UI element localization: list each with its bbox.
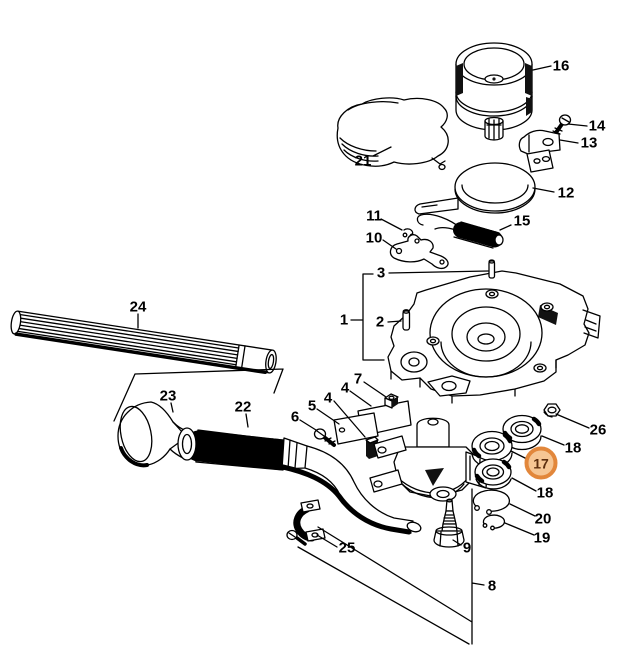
part-7-square-nut (384, 393, 399, 409)
part-4-plate-lower (333, 412, 379, 445)
part-2-pin (402, 309, 411, 331)
callout-10[interactable]: 10 (365, 229, 383, 247)
callout-5[interactable]: 5 (307, 397, 317, 415)
callout-4[interactable]: 4 (323, 389, 333, 407)
callout-18[interactable]: 18 (564, 439, 582, 457)
part-15-spring (416, 213, 505, 249)
callout-2[interactable]: 2 (375, 313, 385, 331)
callout-22[interactable]: 22 (234, 398, 252, 416)
callout-12[interactable]: 12 (557, 184, 575, 202)
part-18-bearing-lower (474, 458, 512, 490)
callout-26[interactable]: 26 (589, 421, 607, 439)
callout-15[interactable]: 15 (513, 212, 531, 230)
part-5-block (365, 436, 379, 459)
part-14-screw (552, 114, 572, 136)
callout-16[interactable]: 16 (552, 57, 570, 75)
callout-23[interactable]: 23 (159, 387, 177, 405)
callout-18[interactable]: 18 (536, 484, 554, 502)
callout-21[interactable]: 21 (354, 152, 372, 170)
part-21-cover (336, 97, 449, 171)
leader-lines (137, 65, 590, 645)
part-1-housing (387, 270, 601, 404)
callout-3[interactable]: 3 (376, 264, 386, 282)
part-26-nut (543, 403, 561, 418)
part-6-screw (313, 428, 336, 447)
part-17-bearing (471, 430, 513, 469)
callout-1[interactable]: 1 (339, 311, 349, 329)
part-13-bracket (518, 129, 561, 155)
part-20-snap-ring (472, 489, 511, 515)
part-18-bearing-upper (502, 414, 542, 451)
callout-7[interactable]: 7 (353, 370, 363, 388)
callout-19[interactable]: 19 (533, 529, 551, 547)
part-10-lever (389, 234, 449, 270)
callout-11[interactable]: 11 (366, 207, 382, 225)
part-12-brake-band (414, 149, 554, 215)
callout-8[interactable]: 8 (487, 577, 497, 595)
callout-9[interactable]: 9 (462, 539, 472, 557)
part-22-hose (183, 429, 422, 535)
callout-17[interactable]: 17 (524, 446, 558, 480)
bracket-line-23 (113, 368, 284, 422)
part-19-snap-ring (482, 514, 506, 531)
part-24-drive-tube (10, 310, 277, 375)
callout-4[interactable]: 4 (340, 379, 350, 397)
callout-25[interactable]: 25 (338, 539, 356, 557)
callout-24[interactable]: 24 (129, 298, 147, 316)
part-3-pin (488, 259, 496, 279)
callout-6[interactable]: 6 (290, 408, 300, 426)
callout-13[interactable]: 13 (580, 134, 598, 152)
callout-14[interactable]: 14 (588, 117, 606, 135)
part-16-drum (455, 42, 533, 141)
callout-20[interactable]: 20 (534, 510, 552, 528)
part-23-funnel (117, 401, 197, 468)
